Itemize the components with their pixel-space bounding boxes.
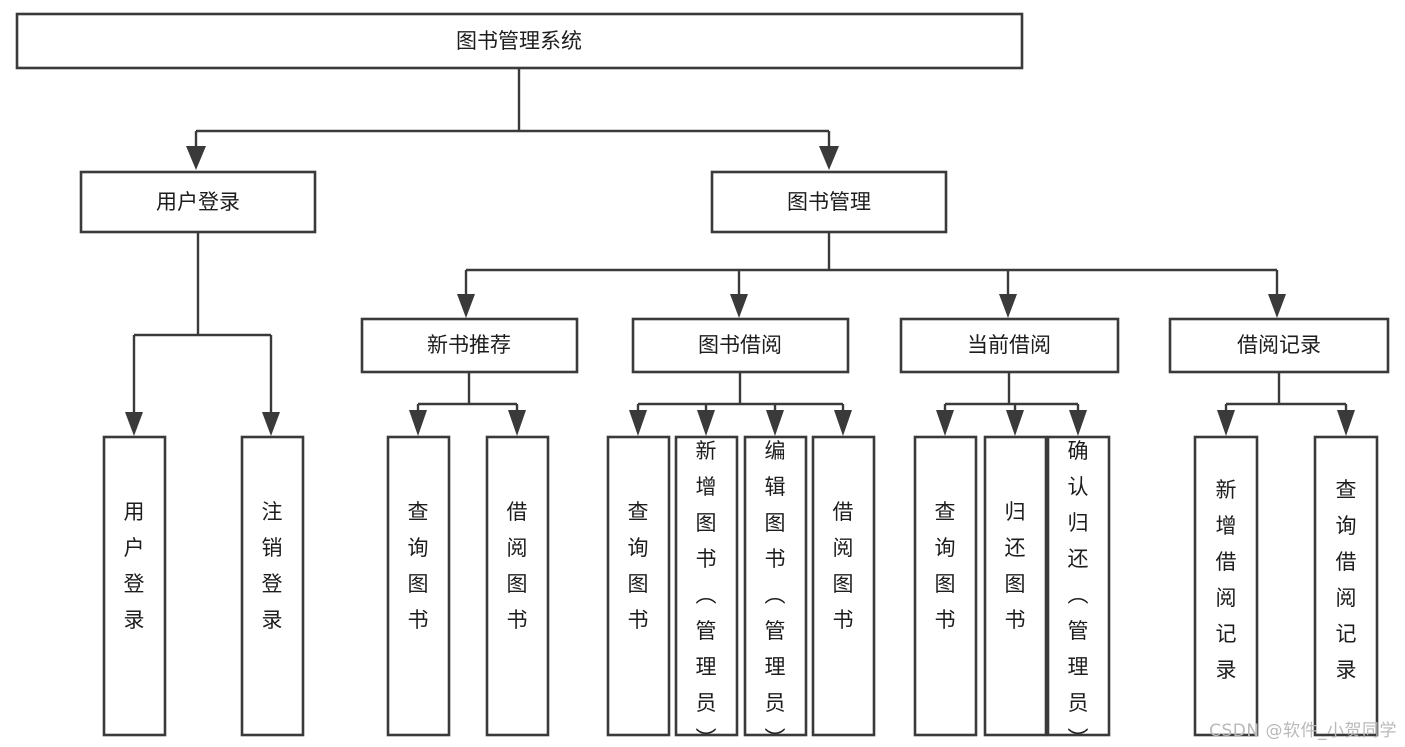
leaf-user-login-box[interactable] xyxy=(102,435,167,737)
arrowhead-borrow-l3 xyxy=(766,410,784,436)
node-borrow-record-box[interactable] xyxy=(1168,317,1390,374)
leaf-borrow-borrow-book-label: 借阅图书 xyxy=(833,500,854,632)
leaf-confirm-return-admin-box[interactable] xyxy=(1046,435,1111,737)
arrowhead-book-c4 xyxy=(1268,294,1286,318)
arrowhead-rec-l2 xyxy=(508,410,526,436)
leaf-user-logout-box[interactable] xyxy=(240,435,305,737)
leaf-rec-query-book[interactable]: 查询图书 xyxy=(386,435,451,737)
leaf-edit-book-admin[interactable]: 编辑图书︵管理员︶ xyxy=(743,435,808,747)
leaf-query-borrow-record-label: 查询借阅记录 xyxy=(1336,478,1357,682)
arrowhead-borrow-l4 xyxy=(834,410,852,436)
leaf-return-book[interactable]: 归还图书 xyxy=(983,435,1048,737)
arrowhead-user-leaf1 xyxy=(125,412,143,436)
leaf-borrow-query-book-box[interactable] xyxy=(606,435,671,737)
node-root-label: 图书管理系统 xyxy=(456,29,582,53)
arrowhead-borrow-l2 xyxy=(697,410,715,436)
arrowhead-current-l1 xyxy=(936,410,954,436)
leaf-return-book-label: 归还图书 xyxy=(1005,500,1026,632)
node-user-login-box[interactable] xyxy=(79,170,317,234)
leaf-borrow-query-book[interactable]: 查询图书 xyxy=(606,435,671,737)
arrowhead-book-c3 xyxy=(999,294,1017,318)
arrowhead-book-c2 xyxy=(730,294,748,318)
leaf-return-book-box[interactable] xyxy=(983,435,1048,737)
leaf-borrow-borrow-book[interactable]: 借阅图书 xyxy=(811,435,876,737)
leaf-confirm-return-admin[interactable]: 确认归还︵管理员︶ xyxy=(1046,435,1111,747)
node-new-book-recommend-box[interactable] xyxy=(360,317,579,374)
arrowhead-record-l2 xyxy=(1337,410,1355,436)
leaf-query-borrow-record[interactable]: 查询借阅记录 xyxy=(1313,435,1379,737)
leaf-current-query-book-label: 查询图书 xyxy=(935,500,956,632)
leaf-current-query-book[interactable]: 查询图书 xyxy=(913,435,978,737)
leaf-query-borrow-record-box[interactable] xyxy=(1313,435,1379,737)
node-root[interactable]: 图书管理系统 xyxy=(15,12,1024,70)
arrowhead-user-leaf2 xyxy=(262,412,280,436)
leaf-rec-query-book-box[interactable] xyxy=(386,435,451,737)
leaf-add-book-admin-label: 新增图书︵管理员︶ xyxy=(696,439,717,747)
leaf-add-book-admin[interactable]: 新增图书︵管理员︶ xyxy=(674,435,739,747)
leaf-add-borrow-record-box[interactable] xyxy=(1193,435,1259,737)
node-current-borrow[interactable]: 当前借阅 xyxy=(899,317,1120,374)
node-user-login-label: 用户登录 xyxy=(156,190,240,214)
node-book-management-box[interactable] xyxy=(710,170,948,234)
leaf-user-logout[interactable]: 注销登录 xyxy=(240,435,305,737)
leaf-edit-book-admin-label: 编辑图书︵管理员︶ xyxy=(765,439,786,747)
leaf-current-query-book-box[interactable] xyxy=(913,435,978,737)
leaf-borrow-query-book-label: 查询图书 xyxy=(628,500,649,632)
node-book-management-label: 图书管理 xyxy=(787,190,871,214)
arrowhead-current-l3 xyxy=(1069,410,1087,436)
leaf-confirm-return-admin-label: 确认归还︵管理员︶ xyxy=(1068,439,1089,747)
leaf-add-book-admin-box[interactable] xyxy=(674,435,739,737)
leaf-add-borrow-record[interactable]: 新增借阅记录 xyxy=(1193,435,1259,737)
node-current-borrow-box[interactable] xyxy=(899,317,1120,374)
node-root-box[interactable] xyxy=(15,12,1024,70)
leaf-rec-borrow-book-box[interactable] xyxy=(485,435,550,737)
node-current-borrow-label: 当前借阅 xyxy=(967,333,1051,357)
node-new-book-recommend-label: 新书推荐 xyxy=(427,333,511,357)
node-new-book-recommend[interactable]: 新书推荐 xyxy=(360,317,579,374)
leaf-user-login-label: 用户登录 xyxy=(124,500,145,632)
node-borrow-record[interactable]: 借阅记录 xyxy=(1168,317,1390,374)
node-book-borrow-box[interactable] xyxy=(631,317,850,374)
node-borrow-record-label: 借阅记录 xyxy=(1237,333,1321,357)
arrowhead-borrow-l1 xyxy=(629,410,647,436)
leaf-edit-book-admin-box[interactable] xyxy=(743,435,808,737)
leaf-user-login[interactable]: 用户登录 xyxy=(102,435,167,737)
node-book-management[interactable]: 图书管理 xyxy=(710,170,948,234)
connector-layer xyxy=(125,68,1355,436)
node-book-borrow[interactable]: 图书借阅 xyxy=(631,317,850,374)
leaf-rec-borrow-book-label: 借阅图书 xyxy=(507,500,528,632)
arrowhead-rec-l1 xyxy=(409,410,427,436)
leaf-borrow-borrow-book-box[interactable] xyxy=(811,435,876,737)
arrowhead-root-to-user xyxy=(186,146,206,170)
arrowhead-book-c1 xyxy=(457,294,475,318)
leaf-user-logout-label: 注销登录 xyxy=(262,500,283,632)
arrowhead-record-l1 xyxy=(1217,410,1235,436)
leaf-add-borrow-record-label: 新增借阅记录 xyxy=(1216,478,1237,682)
arrowhead-current-l2 xyxy=(1006,410,1024,436)
node-user-login[interactable]: 用户登录 xyxy=(79,170,317,234)
leaf-rec-borrow-book[interactable]: 借阅图书 xyxy=(485,435,550,737)
arrowhead-root-to-book xyxy=(819,146,839,170)
node-book-borrow-label: 图书借阅 xyxy=(698,333,782,357)
leaf-rec-query-book-label: 查询图书 xyxy=(408,500,429,632)
